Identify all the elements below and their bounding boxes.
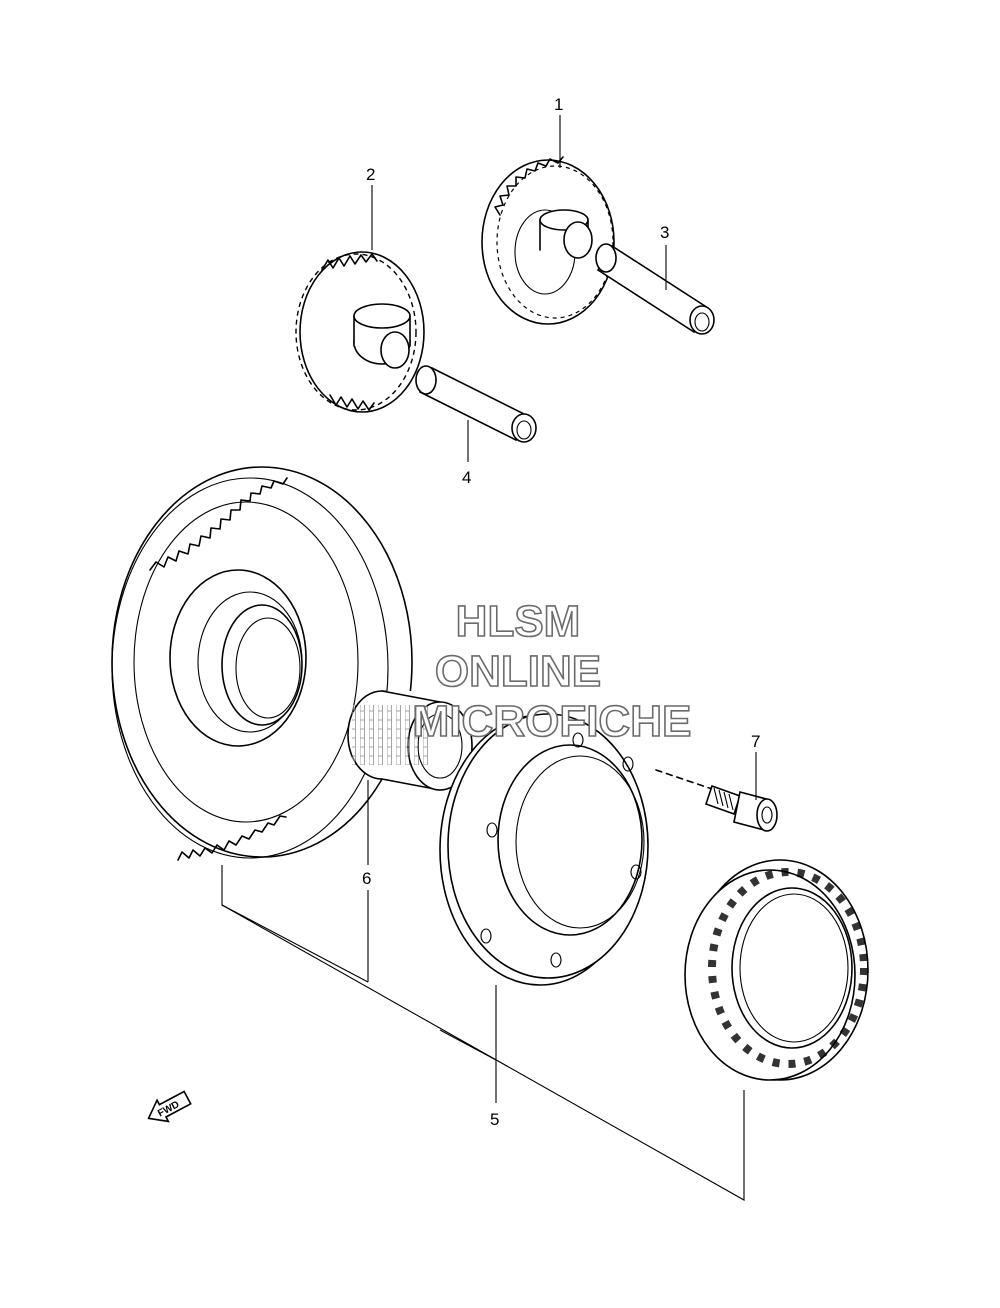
fwd-arrow-icon: FWD (147, 1090, 192, 1123)
one-way-clutch (684, 859, 869, 1081)
large-gear (111, 466, 413, 861)
callout-4: 4 (462, 468, 471, 487)
callout-6: 6 (362, 869, 371, 888)
part-1-gear (481, 156, 615, 325)
part-2-gear (295, 251, 425, 413)
part-5-clutch-housing (439, 713, 649, 986)
part-3-pin (595, 243, 715, 335)
part-4-pin (415, 365, 537, 443)
part-6-bearing (347, 690, 473, 791)
watermark-line-1: HLSM (456, 597, 581, 646)
callout-3: 3 (660, 223, 669, 242)
watermark-line-2: ONLINE (435, 647, 601, 696)
callout-2: 2 (366, 165, 375, 184)
leader-lines (221, 115, 757, 1201)
callout-1: 1 (554, 95, 563, 114)
callout-5: 5 (490, 1110, 499, 1129)
callout-7: 7 (751, 732, 760, 751)
fwd-label: FWD (156, 1099, 181, 1119)
watermark-line-3: MICROFICHE (413, 697, 692, 746)
part-7-bolt (655, 769, 778, 832)
